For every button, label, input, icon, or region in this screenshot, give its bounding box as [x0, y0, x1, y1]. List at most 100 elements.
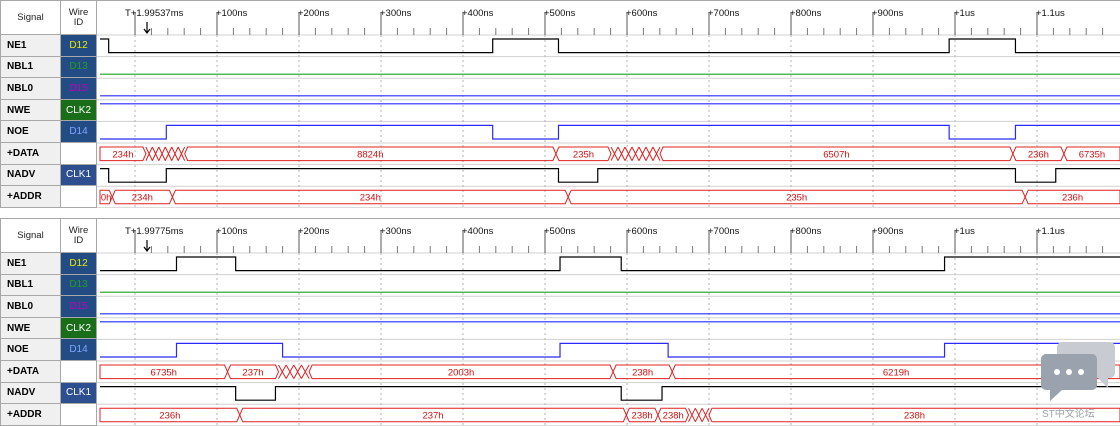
- header-wire-label: Wire: [68, 6, 89, 18]
- wire-id[interactable]: CLK1: [61, 382, 97, 405]
- bus-value-label: 234h: [132, 193, 153, 204]
- tick-label: +1us: [954, 8, 975, 19]
- bus-segment[interactable]: 238h: [612, 364, 673, 380]
- wire-id[interactable]: [61, 186, 97, 208]
- wire-id[interactable]: D13: [61, 56, 97, 79]
- wire-id[interactable]: CLK2: [61, 99, 97, 122]
- signal-name[interactable]: +ADDR: [0, 404, 61, 426]
- time-tick: +700ns: [708, 226, 776, 426]
- signal-name[interactable]: NBL0: [0, 78, 61, 100]
- bus-value-label: 238h: [904, 411, 925, 422]
- wire-id[interactable]: D15: [61, 296, 97, 318]
- time-tick: +1us: [954, 226, 1022, 426]
- bus-segment[interactable]: 235h: [555, 146, 612, 162]
- signal-name[interactable]: +DATA: [0, 143, 61, 165]
- bus-value-label: 238h: [663, 411, 684, 422]
- waveform-area[interactable]: T+1.99775ms+100ns+200ns+300ns+400ns+500n…: [97, 218, 1120, 426]
- signal-name[interactable]: NOE: [0, 339, 61, 361]
- waveform-noe[interactable]: [100, 124, 1120, 140]
- bus-segment[interactable]: 234h: [99, 146, 147, 162]
- bus-value-label: 2003h: [448, 367, 474, 378]
- tick-label: +200ns: [298, 226, 330, 237]
- time-tick: +1.1us: [1036, 226, 1104, 426]
- bus-segment[interactable]: 6735h: [1063, 146, 1120, 162]
- waveform-ne1[interactable]: [100, 256, 1120, 272]
- tick-label: +600ns: [626, 226, 658, 237]
- wire-id[interactable]: D12: [61, 35, 97, 57]
- bus-value-shape: [1063, 146, 1120, 162]
- signal-name[interactable]: +ADDR: [0, 186, 61, 208]
- bus-segment[interactable]: 6219h: [671, 364, 1120, 380]
- bus-segment[interactable]: [145, 146, 186, 161]
- tick-label: +100ns: [216, 226, 248, 237]
- bus-segment[interactable]: 238h: [625, 407, 659, 423]
- bus-segment[interactable]: 236h: [99, 407, 241, 423]
- wire-id[interactable]: [61, 404, 97, 426]
- time-tick: +200ns: [298, 226, 366, 426]
- tick-label: +700ns: [708, 8, 740, 19]
- bus-segment[interactable]: 6507h: [659, 146, 1014, 162]
- bus-segment[interactable]: 0h: [99, 189, 113, 205]
- signal-name[interactable]: NWE: [0, 99, 61, 122]
- bus-segment[interactable]: 8824h: [184, 146, 557, 162]
- bus-segment[interactable]: 234h: [111, 189, 173, 205]
- wire-id[interactable]: CLK1: [61, 164, 97, 187]
- bus-value-label: 6507h: [823, 149, 849, 160]
- bus-segment[interactable]: [610, 146, 661, 161]
- signal-name[interactable]: NBL1: [0, 274, 61, 297]
- time-tick: +800ns: [790, 226, 858, 426]
- wire-id[interactable]: D12: [61, 253, 97, 275]
- waveform-area[interactable]: T+1.99537ms+100ns+200ns+300ns+400ns+500n…: [97, 0, 1120, 208]
- waveform-noe[interactable]: [100, 342, 1120, 358]
- tick-label: +900ns: [872, 8, 904, 19]
- time-tick: +300ns: [380, 226, 448, 426]
- signal-name[interactable]: NADV: [0, 382, 61, 405]
- signal-name[interactable]: NE1: [0, 35, 61, 57]
- tick-label: +800ns: [790, 226, 822, 237]
- signal-name[interactable]: NADV: [0, 164, 61, 187]
- bus-value-label: 234h: [360, 193, 381, 204]
- waveform-nadv[interactable]: [100, 168, 1120, 183]
- bus-value-label: 6735h: [1079, 149, 1105, 160]
- trigger-arrow-icon: [143, 240, 151, 252]
- time-tick: +600ns: [626, 8, 694, 208]
- wire-id[interactable]: CLK2: [61, 317, 97, 340]
- bus-segment[interactable]: 234h: [171, 189, 569, 205]
- bus-segment[interactable]: 235h: [567, 189, 1026, 205]
- signal-name[interactable]: NOE: [0, 121, 61, 143]
- bus-segment[interactable]: 238h: [657, 407, 690, 423]
- bus-value-label: 238h: [632, 411, 653, 422]
- signal-name[interactable]: +DATA: [0, 361, 61, 383]
- tick-label: +400ns: [462, 226, 494, 237]
- header-signal[interactable]: Signal: [0, 218, 61, 253]
- bus-segment[interactable]: 6735h: [99, 364, 229, 380]
- wire-id[interactable]: D14: [61, 339, 97, 361]
- bus-segment[interactable]: 2003h: [308, 364, 614, 380]
- wire-id[interactable]: [61, 143, 97, 165]
- bus-segment[interactable]: 238h: [708, 407, 1120, 423]
- wire-id[interactable]: D13: [61, 274, 97, 297]
- time-tick: +1.1us: [1036, 8, 1104, 208]
- time-tick: +1us: [954, 8, 1022, 208]
- waveform-nadv[interactable]: [100, 386, 1120, 401]
- signal-name[interactable]: NE1: [0, 253, 61, 275]
- bus-segment[interactable]: [278, 364, 310, 379]
- signal-name[interactable]: NWE: [0, 317, 61, 340]
- header-signal[interactable]: Signal: [0, 0, 61, 35]
- bus-value-label: 6735h: [151, 367, 177, 378]
- bus-segment[interactable]: 237h: [239, 407, 627, 423]
- wire-id[interactable]: D14: [61, 121, 97, 143]
- waveform-ne1[interactable]: [100, 38, 1120, 54]
- bus-segment[interactable]: [688, 407, 710, 423]
- time-tick: +100ns: [216, 8, 284, 208]
- signal-name[interactable]: NBL1: [0, 56, 61, 79]
- wire-id[interactable]: [61, 361, 97, 383]
- wire-id[interactable]: D15: [61, 78, 97, 100]
- bus-segment[interactable]: 237h: [226, 364, 280, 380]
- bus-segment[interactable]: 236h: [1012, 146, 1065, 162]
- bus-segment[interactable]: 236h: [1024, 189, 1120, 205]
- signal-name[interactable]: NBL0: [0, 296, 61, 318]
